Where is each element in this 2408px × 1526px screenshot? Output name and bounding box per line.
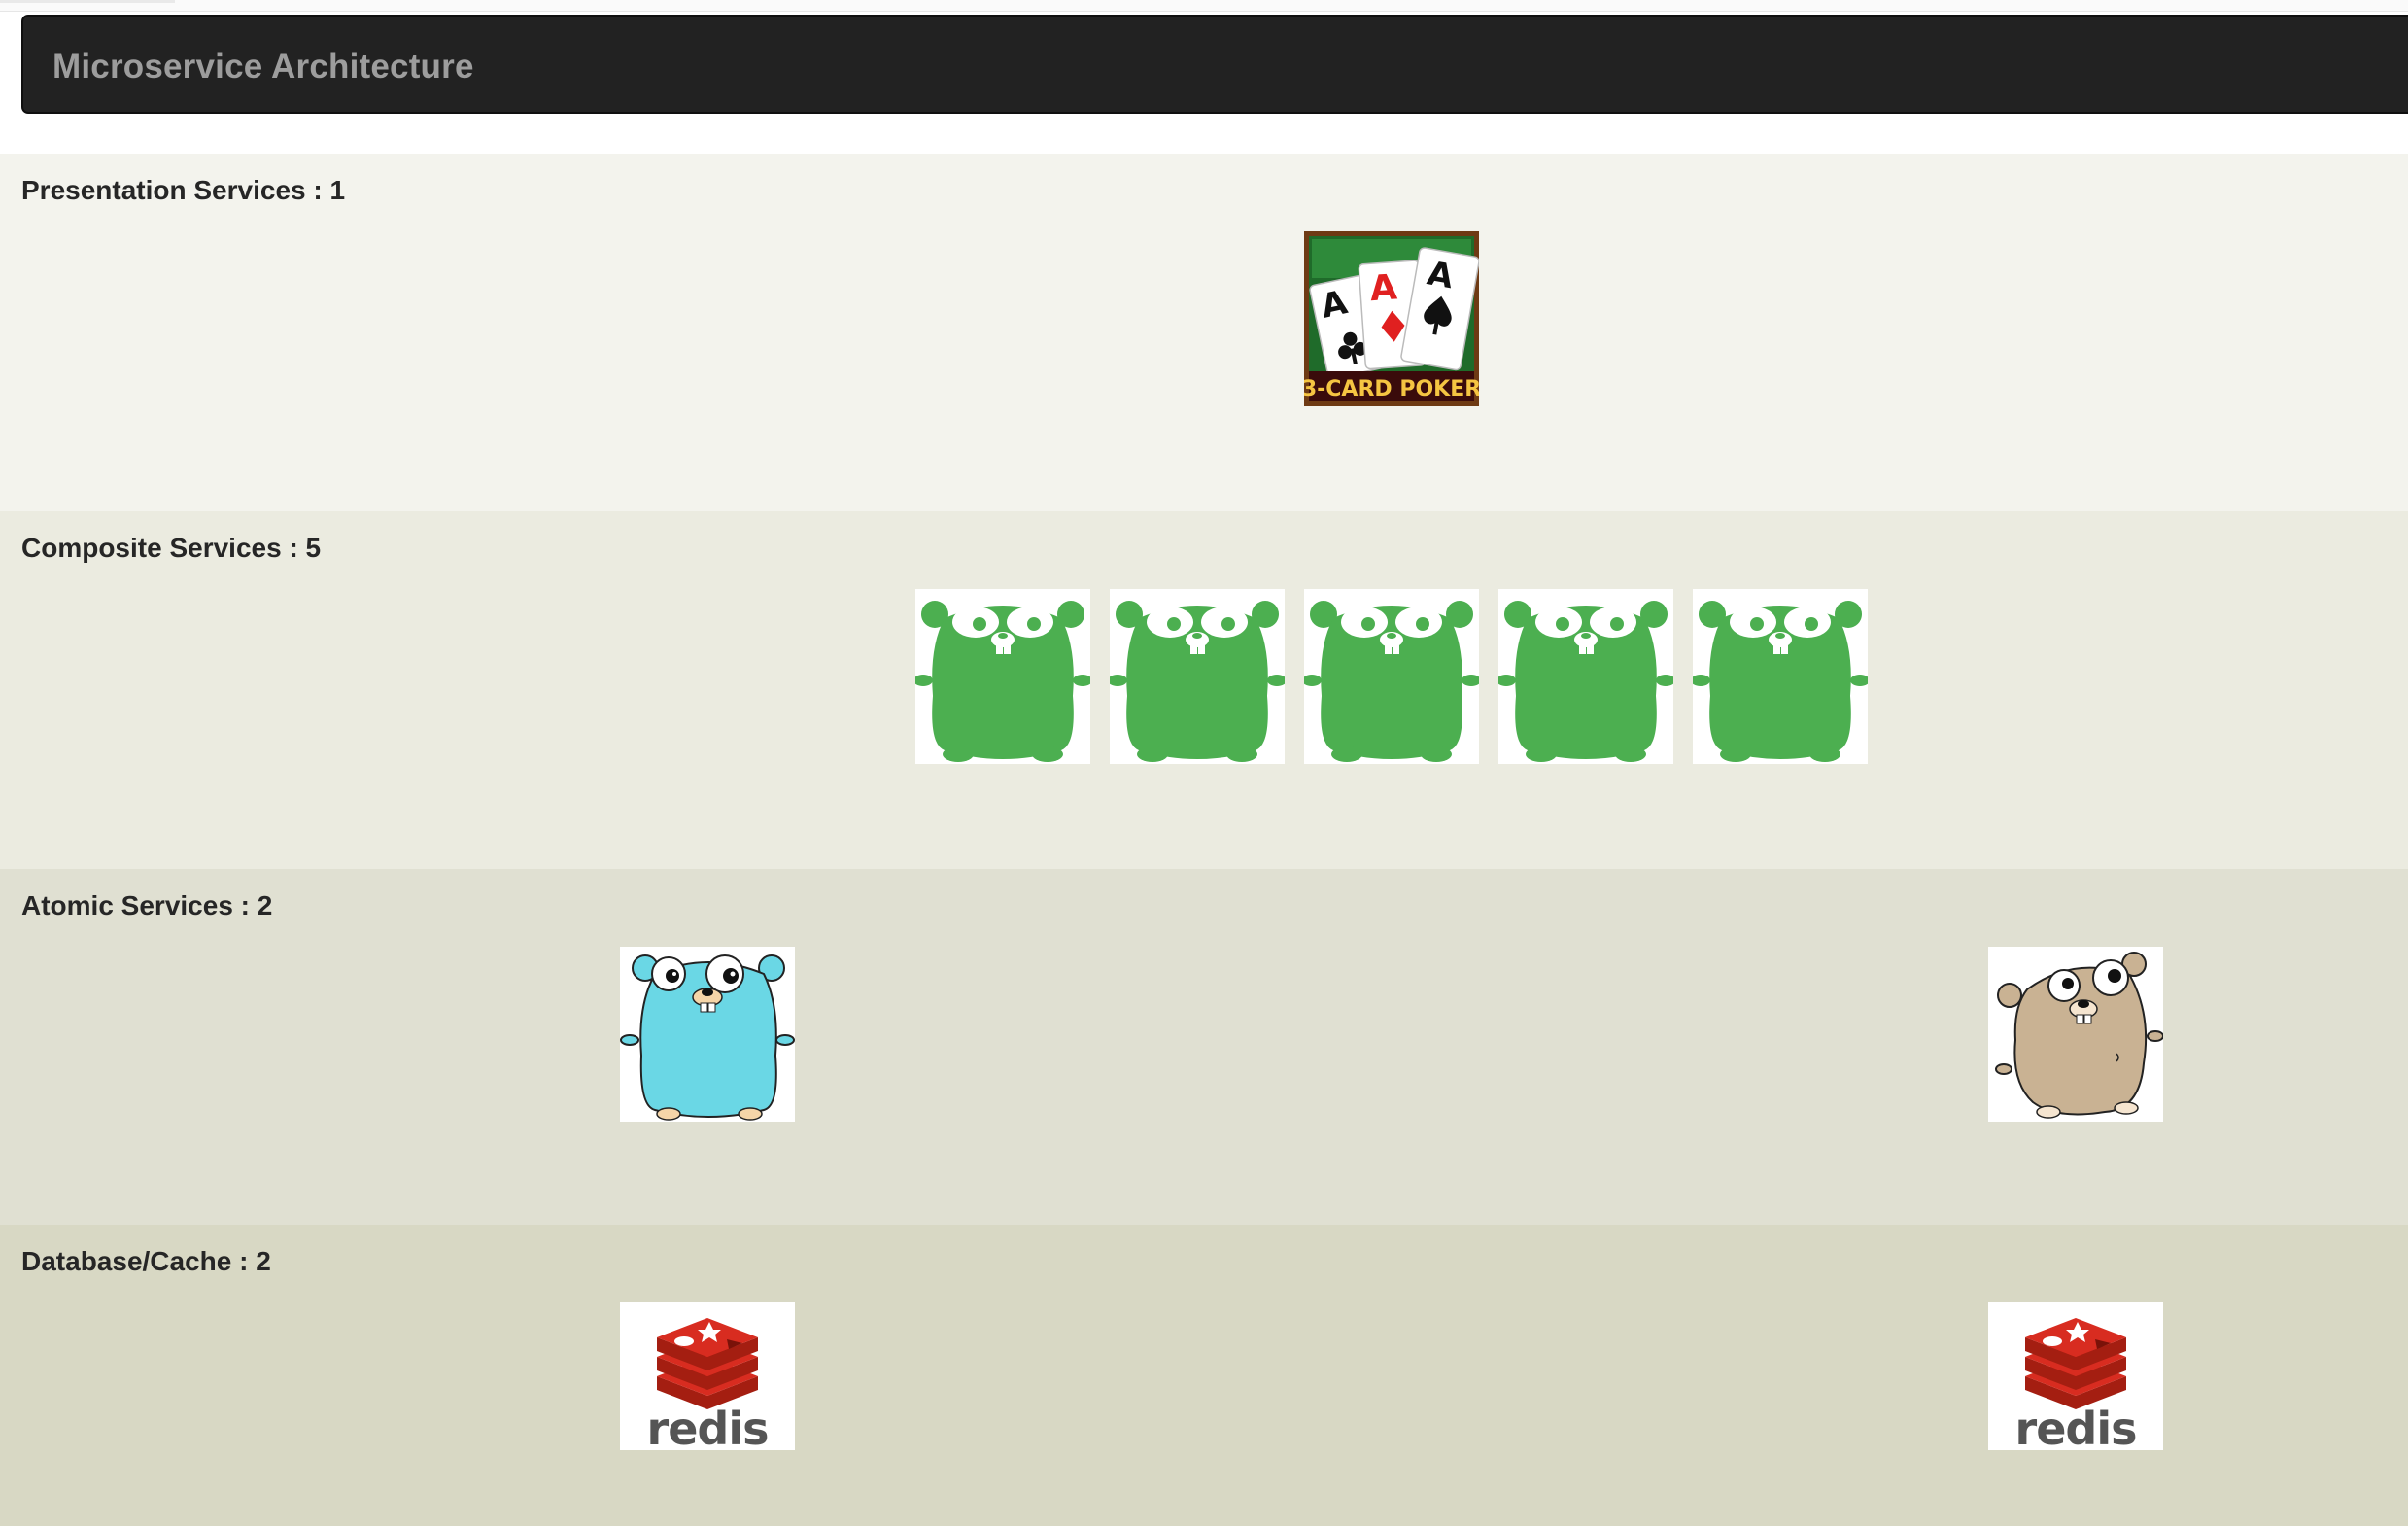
gopher-icon xyxy=(1498,601,1673,762)
service-composite-3[interactable] xyxy=(1304,589,1479,764)
navbar-brand[interactable]: Microservice Architecture xyxy=(52,48,474,86)
gopher-icon xyxy=(620,954,795,1121)
service-composite-1[interactable] xyxy=(915,589,1090,764)
service-redis-1[interactable]: redis xyxy=(620,1302,795,1450)
gopher-icon xyxy=(1110,601,1285,762)
redis-logo-icon: redis xyxy=(2015,1318,2137,1450)
redis-caption: redis xyxy=(647,1403,769,1450)
gopher-icon xyxy=(1304,601,1479,762)
service-composite-4[interactable] xyxy=(1498,589,1673,764)
service-redis-2[interactable]: redis xyxy=(1988,1302,2163,1450)
tier-presentation: Presentation Services : 1 A A xyxy=(0,154,2408,511)
service-atomic-2[interactable] xyxy=(1988,947,2163,1122)
tier-label-atomic: Atomic Services : 2 xyxy=(21,890,273,920)
service-atomic-1[interactable] xyxy=(620,947,795,1122)
tier-label-presentation: Presentation Services : 1 xyxy=(21,175,346,205)
service-composite-2[interactable] xyxy=(1110,589,1285,764)
browser-tab-stub xyxy=(0,0,175,3)
gopher-icon xyxy=(1995,952,2163,1119)
tier-label-database-cache: Database/Cache : 2 xyxy=(21,1246,271,1276)
gopher-icon xyxy=(1693,601,1868,762)
tier-database-cache: Database/Cache : 2 redis xyxy=(0,1225,2408,1526)
poker-cards-icon: A A A 3-CARD POKER xyxy=(1304,231,1479,406)
tier-label-composite: Composite Services : 5 xyxy=(21,533,322,563)
service-3-card-poker[interactable]: A A A 3-CARD POKER xyxy=(1304,231,1479,406)
redis-logo-icon: redis xyxy=(647,1318,769,1450)
svg-text:A: A xyxy=(1368,267,1398,309)
tier-composite: Composite Services : 5 xyxy=(0,511,2408,869)
browser-top-edge xyxy=(0,0,2408,12)
poker-caption: 3-CARD POKER xyxy=(1304,377,1479,401)
service-composite-5[interactable] xyxy=(1693,589,1868,764)
gopher-icon xyxy=(915,601,1090,762)
tier-atomic: Atomic Services : 2 xyxy=(0,869,2408,1225)
redis-caption: redis xyxy=(2015,1403,2137,1450)
navbar: Microservice Architecture xyxy=(21,15,2408,114)
